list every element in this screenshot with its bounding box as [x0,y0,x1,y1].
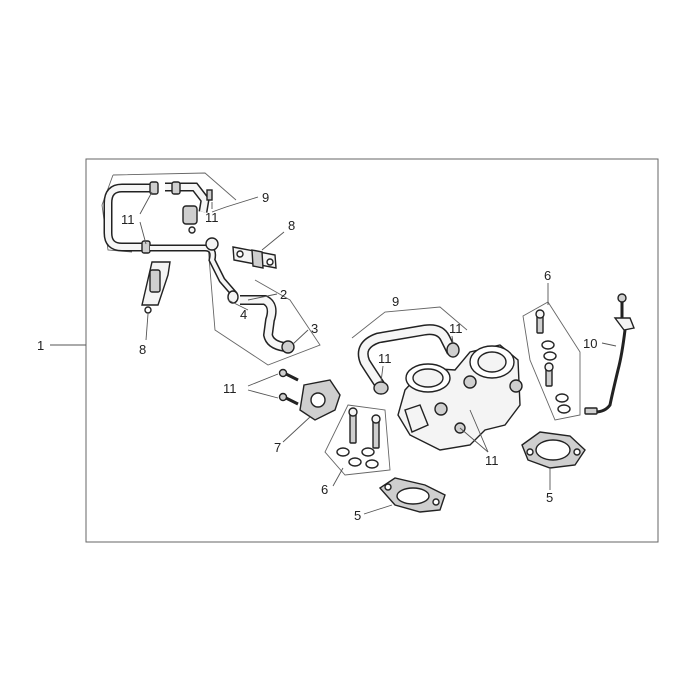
throttle-group-outline [351,306,468,339]
leader-11f-2 [459,427,489,453]
leader-11e-2 [247,389,279,399]
leader-8a [261,231,285,251]
leader-11f [469,409,489,453]
inline-filter [182,205,198,225]
callout-11f: 11 [485,453,499,468]
hose-loop-outline [101,172,321,366]
insulator-gasket-right [521,431,586,469]
hose-clamp [149,181,159,195]
leader-11d [380,365,384,383]
leader-11c [451,335,454,344]
bolt-washer-group-left [324,404,391,476]
hose-clamp [171,181,181,195]
callout-8a: 8 [288,218,295,233]
callout-2: 2 [280,287,287,302]
leader-7 [282,416,311,443]
leader-11a-2 [139,221,147,245]
callout-8b: 8 [139,342,146,357]
small-screw [206,189,213,201]
callout-9b: 9 [392,294,399,309]
hose-clamp [446,342,460,358]
callout-11e: 11 [223,381,237,396]
hose-clamp [373,381,389,395]
callout-6a: 6 [544,268,551,283]
sensor-screws [278,368,299,406]
callout-11c: 11 [449,321,463,336]
vacuum-bracket-right [232,246,277,269]
callout-9a: 9 [262,190,269,205]
callout-1: 1 [37,338,44,353]
hose-clamp-end [281,340,295,354]
callout-11d: 11 [378,351,392,366]
bolt-washer-group-right [522,301,581,421]
throttle-fitting [463,375,477,389]
throttle-fitting [434,402,448,416]
throttle-sensor-cable [584,293,635,415]
callout-5a: 5 [354,508,361,523]
throttle-position-sensor [299,379,341,421]
leader-11a [139,191,153,215]
callout-7: 7 [274,440,281,455]
leader-8b [145,313,149,341]
callout-4: 4 [240,307,247,322]
throttle-linkage [404,404,429,433]
hose-assembly-upper-left [101,172,321,366]
callout-6b: 6 [321,482,328,497]
leader-4 [227,299,249,311]
leader-3 [292,329,309,345]
throttle-body-group [351,306,523,451]
callout-10: 10 [583,336,597,351]
insulator-gasket-lower [378,477,446,513]
leader-2 [247,293,278,301]
leader-11e [247,373,279,387]
callout-11b: 11 [205,210,219,225]
throttle-fitting [509,379,523,393]
leader-9a [211,196,259,213]
callout-11a: 11 [121,212,135,227]
leader-5a [363,504,393,515]
small-clamp [188,226,196,234]
callout-5b: 5 [546,490,553,505]
vacuum-bracket-left [141,261,171,314]
assembly-frame [85,158,659,543]
t-junction [205,237,219,251]
callout-3: 3 [311,321,318,336]
leader-6b [332,467,344,487]
leader-10 [601,342,617,347]
